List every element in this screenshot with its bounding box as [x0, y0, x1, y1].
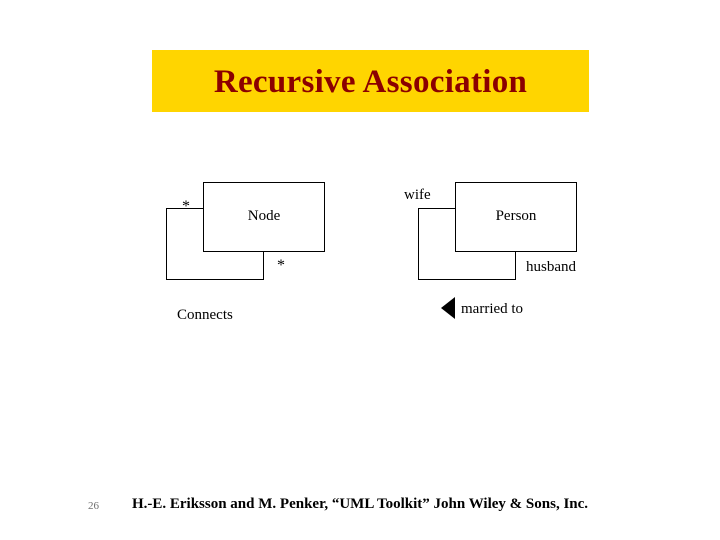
title-banner [152, 50, 589, 112]
node-class-box [203, 182, 325, 252]
multiplicity-left-label: * [182, 198, 190, 215]
navigation-triangle-icon [441, 297, 455, 319]
association-name-married-to: married to [461, 301, 524, 317]
page-title: Recursive Association [213, 64, 528, 100]
footer-credit: H.-E. Eriksson and M. Penker, “UML Toolk… [131, 496, 589, 512]
multiplicity-bottom-label: * [277, 257, 285, 274]
role-wife-label: wife [404, 187, 431, 203]
page-number: 26 [88, 500, 99, 512]
person-class-label: Person [495, 208, 537, 224]
person-class-box [455, 182, 577, 252]
node-class-label: Node [247, 208, 281, 224]
association-name-connects: Connects [177, 307, 233, 323]
role-husband-label: husband [526, 259, 576, 275]
